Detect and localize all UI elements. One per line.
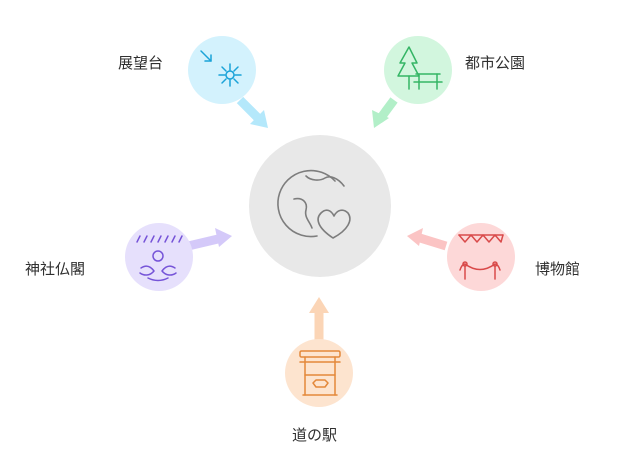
center-node: [249, 135, 391, 277]
park-tree-bench-icon: [397, 46, 443, 90]
node-observation-deck: [188, 36, 256, 104]
market-stall-icon: [299, 350, 341, 396]
arrow-observation-deck: [236, 96, 268, 128]
observation-deck-icon: [200, 50, 242, 87]
label-city-park: 都市公園: [465, 54, 526, 72]
bunting-icon: [458, 234, 504, 280]
label-shrine-temple: 神社仏閣: [25, 260, 86, 278]
globe-heart-icon: [277, 169, 351, 239]
label-museum: 博物館: [535, 260, 581, 278]
label-observation-deck: 展望台: [118, 54, 164, 72]
node-roadside-station: [285, 339, 353, 407]
arrow-shrine-temple: [182, 228, 232, 252]
node-shrine-temple: [125, 223, 193, 291]
node-museum: [447, 223, 515, 291]
arrow-roadside-station: [309, 297, 329, 340]
arrow-city-park: [372, 97, 398, 128]
node-city-park: [384, 36, 452, 104]
label-roadside-station: 道の駅: [292, 426, 338, 444]
meditation-icon: [136, 235, 183, 282]
arrow-museum: [407, 228, 448, 251]
